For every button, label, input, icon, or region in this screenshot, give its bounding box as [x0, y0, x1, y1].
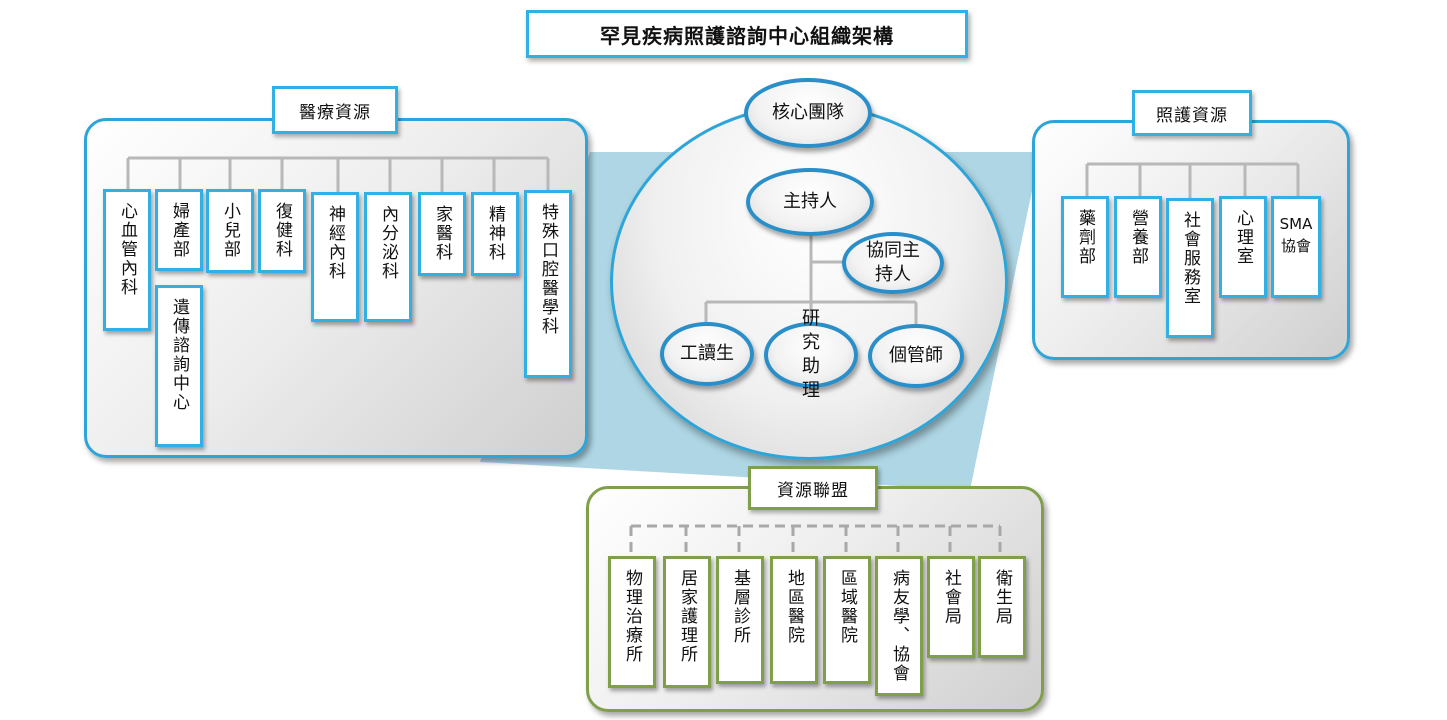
- dept-neurology: 神經內科: [311, 192, 359, 322]
- dept-obgyn: 婦產部: [155, 189, 203, 271]
- alliance-regional-hospital: 區域醫院: [823, 556, 871, 684]
- page-title: 罕見疾病照護諮詢中心組織架構: [526, 10, 968, 58]
- alliance-health-bureau: 衛生局: [978, 556, 1026, 658]
- alliance-patient-associations: 病友學、協會: [875, 556, 923, 696]
- dept-psychiatry: 精神科: [471, 192, 519, 276]
- dept-special-dentistry: 特殊口腔醫學科: [524, 190, 572, 378]
- care-pharmacy: 藥劑部: [1061, 196, 1109, 298]
- dept-rehabilitation: 復健科: [258, 189, 306, 273]
- care-social-service: 社會服務室: [1166, 198, 1214, 338]
- dept-endocrinology: 內分泌科: [364, 192, 412, 322]
- alliance-home-nursing: 居家護理所: [663, 556, 711, 688]
- core-team-circle: [610, 104, 1008, 460]
- dept-genetic-counseling: 遺傳諮詢中心: [155, 285, 203, 447]
- core-member-student-worker: 工讀生: [660, 322, 754, 386]
- care-resources-header: 照護資源: [1132, 90, 1252, 136]
- medical-resources-header: 醫療資源: [272, 86, 398, 134]
- alliance-district-hospital: 地區醫院: [770, 556, 818, 684]
- alliance-physical-therapy: 物理治療所: [608, 556, 656, 688]
- care-psychology: 心理室: [1219, 196, 1267, 298]
- alliance-social-affairs-bureau: 社會局: [927, 556, 975, 658]
- alliance-primary-clinic: 基層診所: [716, 556, 764, 684]
- dept-cardiology: 心血管內科: [103, 189, 151, 331]
- care-sma-association: SMA協會: [1271, 196, 1321, 298]
- core-member-research-assistant: 研究助理: [764, 308, 858, 401]
- core-co-host: 協同主持人: [842, 232, 944, 294]
- care-nutrition: 營養部: [1114, 196, 1162, 298]
- core-host: 主持人: [746, 168, 874, 236]
- core-team-header: 核心團隊: [744, 78, 872, 148]
- core-member-case-manager: 個管師: [868, 324, 964, 388]
- dept-family-medicine: 家醫科: [418, 192, 466, 276]
- resource-alliance-header: 資源聯盟: [748, 466, 878, 510]
- dept-pediatrics: 小兒部: [206, 189, 254, 273]
